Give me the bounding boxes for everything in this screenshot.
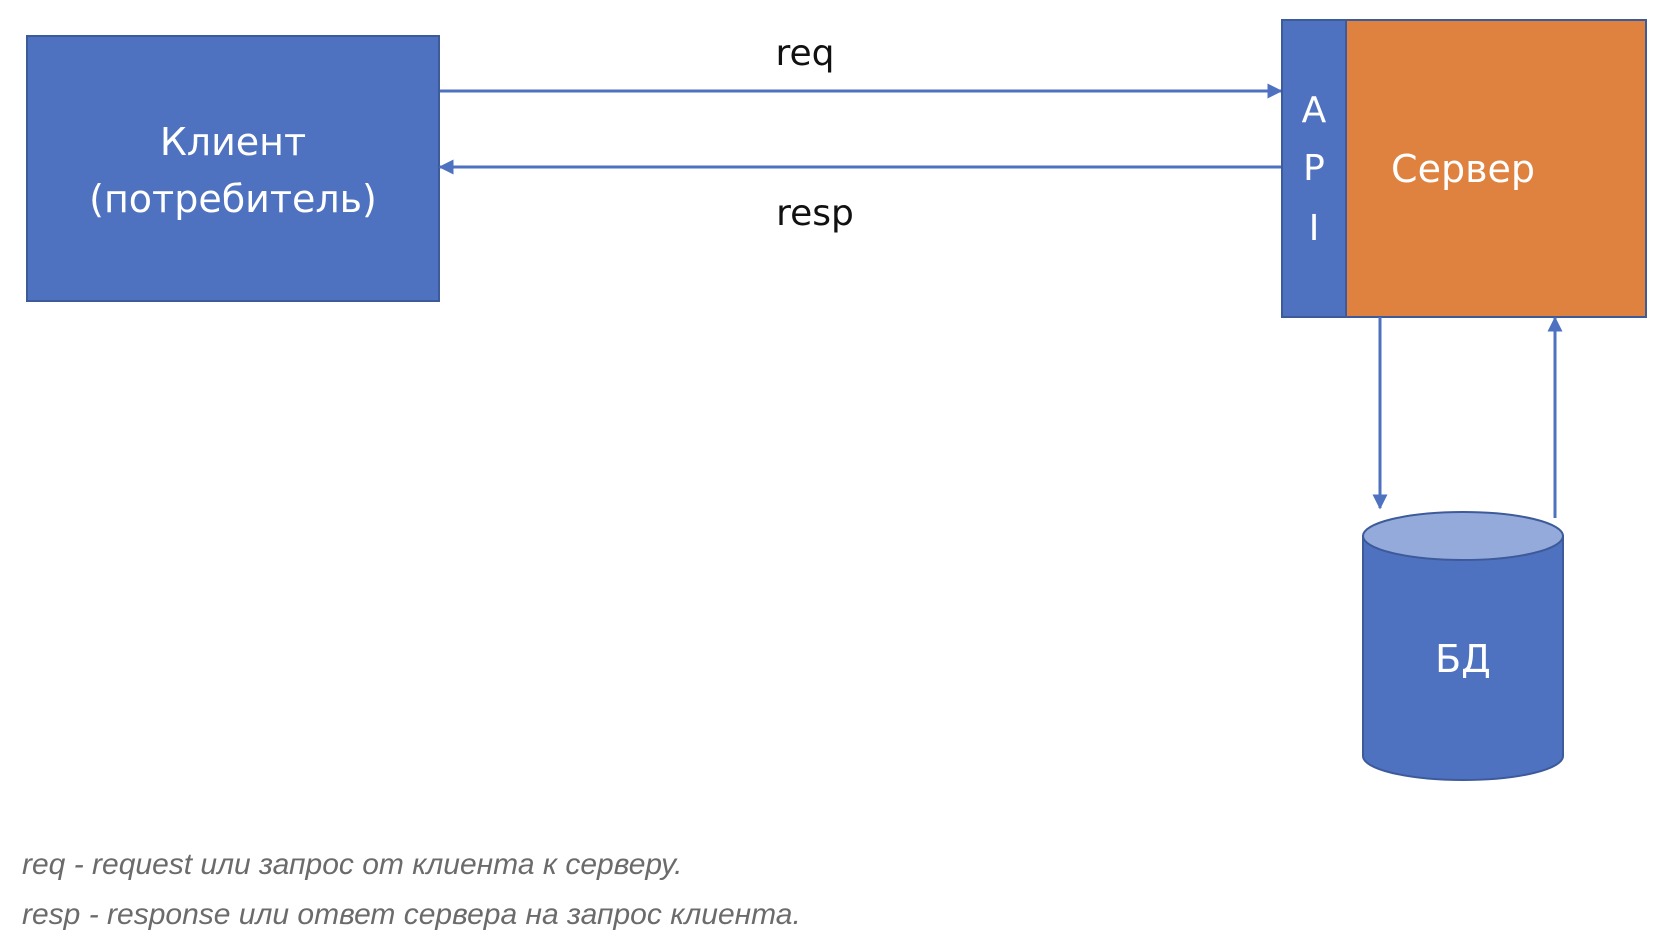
database-label: БД xyxy=(1435,637,1491,681)
api-letter-p: P xyxy=(1303,148,1325,189)
client-label-line1: Клиент xyxy=(160,120,306,164)
resp-label: resp xyxy=(776,193,854,234)
client-node: Клиент (потребитель) xyxy=(26,35,440,302)
database-body xyxy=(1362,535,1564,781)
client-label-line2: (потребитель) xyxy=(89,177,377,221)
req-label: req xyxy=(775,33,834,74)
database-top xyxy=(1362,511,1564,561)
legend-req-text: req - request или запрос от клиента к се… xyxy=(22,848,683,881)
server-label: Сервер xyxy=(1391,147,1535,191)
api-letter-i: I xyxy=(1309,208,1320,249)
legend-resp-text: resp - response или ответ сервера на зап… xyxy=(22,898,801,931)
api-node: A P I xyxy=(1281,19,1347,318)
server-node: Сервер xyxy=(1345,19,1647,318)
server-box xyxy=(1345,19,1647,318)
api-box xyxy=(1281,19,1347,318)
database-node: БД xyxy=(1362,511,1564,781)
client-box xyxy=(26,35,440,302)
client-server-diagram: Клиент (потребитель) req resp A P I Серв… xyxy=(26,19,1647,781)
api-letter-a: A xyxy=(1302,90,1327,131)
